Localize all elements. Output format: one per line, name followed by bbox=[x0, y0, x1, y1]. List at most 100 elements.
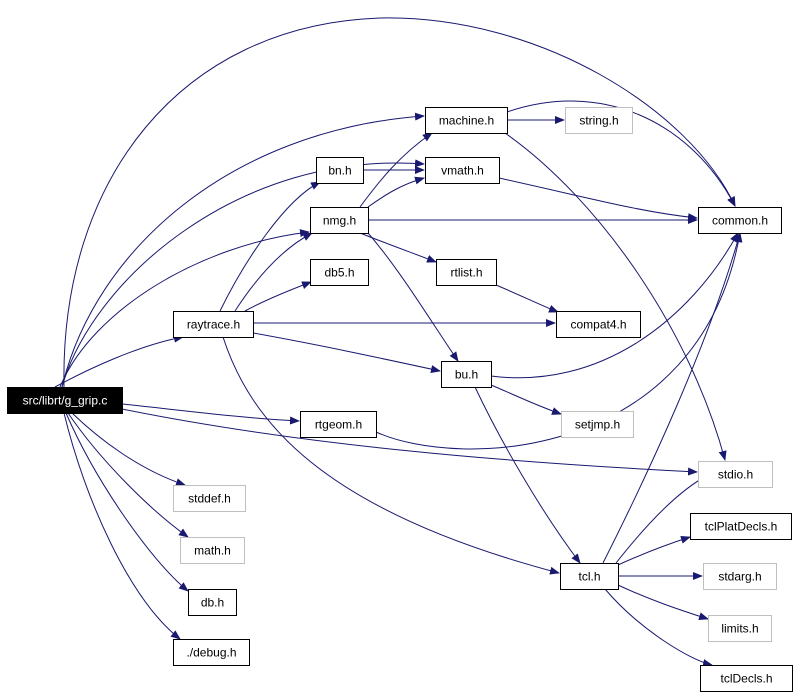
node-tclDecls[interactable]: tclDecls.h bbox=[700, 665, 793, 692]
node-label-compat4: compat4.h bbox=[570, 318, 626, 332]
node-label-rtgeom: rtgeom.h bbox=[315, 418, 362, 432]
edge-g_grip-to-machine bbox=[61, 112, 425, 388]
edge-nmg-to-bu bbox=[367, 232, 459, 362]
node-label-bn: bn.h bbox=[328, 164, 351, 178]
edge-g_grip-to-db bbox=[65, 412, 189, 592]
node-bn[interactable]: bn.h bbox=[316, 157, 364, 184]
edge-g_grip-to-debug bbox=[63, 412, 181, 640]
edge-g_grip-to-nmg bbox=[59, 229, 310, 388]
node-setjmp[interactable]: setjmp.h bbox=[561, 411, 634, 438]
node-raytrace[interactable]: raytrace.h bbox=[173, 311, 254, 338]
node-debug[interactable]: ./debug.h bbox=[173, 639, 250, 666]
edge-nmg-to-machine bbox=[359, 132, 433, 208]
node-stdarg[interactable]: stdarg.h bbox=[703, 563, 777, 590]
node-compat4[interactable]: compat4.h bbox=[556, 311, 641, 338]
node-label-bu: bu.h bbox=[455, 368, 478, 382]
node-label-tclPlatDecls: tclPlatDecls.h bbox=[705, 520, 778, 534]
node-label-limits: limits.h bbox=[721, 622, 758, 636]
node-machine[interactable]: machine.h bbox=[425, 107, 508, 134]
node-box-db5 bbox=[310, 259, 369, 286]
node-stddef[interactable]: stddef.h bbox=[173, 485, 246, 512]
node-box-raytrace bbox=[173, 311, 254, 338]
node-box-string bbox=[565, 107, 633, 134]
node-rtlist[interactable]: rtlist.h bbox=[436, 259, 497, 286]
node-label-db5: db5.h bbox=[324, 266, 354, 280]
node-box-stdarg bbox=[703, 563, 777, 590]
edge-g_grip-to-stdio bbox=[121, 408, 698, 476]
node-label-string: string.h bbox=[579, 114, 618, 128]
node-label-math: math.h bbox=[194, 544, 231, 558]
node-box-math bbox=[180, 537, 245, 564]
node-label-stdarg: stdarg.h bbox=[718, 570, 761, 584]
node-box-bn bbox=[316, 157, 364, 184]
node-tcl[interactable]: tcl.h bbox=[560, 563, 619, 590]
edge-raytrace-to-bn bbox=[219, 181, 321, 312]
node-box-nmg bbox=[310, 207, 369, 234]
node-g_grip[interactable]: src/librt/g_grip.c bbox=[7, 387, 123, 414]
node-label-debug: ./debug.h bbox=[186, 646, 236, 660]
node-rtgeom[interactable]: rtgeom.h bbox=[300, 411, 377, 438]
edge-nmg-to-rtlist bbox=[359, 232, 437, 263]
node-box-vmath bbox=[425, 157, 500, 184]
node-stdio[interactable]: stdio.h bbox=[698, 461, 773, 488]
node-box-common bbox=[698, 207, 782, 234]
node-box-compat4 bbox=[556, 311, 641, 338]
node-box-stdio bbox=[698, 461, 773, 488]
node-box-tcl bbox=[560, 563, 619, 590]
edge-g_grip-to-math bbox=[67, 412, 189, 538]
edge-bu-to-tcl bbox=[474, 386, 581, 564]
node-box-tclDecls bbox=[700, 665, 793, 692]
edge-tcl-to-tclDecls bbox=[604, 588, 713, 667]
node-label-vmath: vmath.h bbox=[441, 164, 484, 178]
node-label-tcl: tcl.h bbox=[578, 570, 600, 584]
node-box-setjmp bbox=[561, 411, 634, 438]
edge-bu-to-setjmp bbox=[490, 384, 562, 415]
edge-tcl-to-common bbox=[602, 232, 742, 564]
nodes-layer: src/librt/g_grip.c raytrace.h machine.h str… bbox=[7, 107, 793, 692]
edge-rtlist-to-compat4 bbox=[495, 284, 559, 313]
edge-tcl-to-limits bbox=[617, 584, 709, 621]
node-nmg[interactable]: nmg.h bbox=[310, 207, 369, 234]
node-box-rtgeom bbox=[300, 411, 377, 438]
node-box-rtlist bbox=[436, 259, 497, 286]
edge-raytrace-to-db5 bbox=[244, 281, 312, 312]
node-label-common: common.h bbox=[712, 214, 768, 228]
edge-rtgeom-to-common bbox=[375, 232, 743, 450]
node-label-setjmp: setjmp.h bbox=[575, 418, 620, 432]
node-box-tclPlatDecls bbox=[690, 513, 792, 540]
node-label-g_grip: src/librt/g_grip.c bbox=[23, 394, 108, 408]
node-box-machine bbox=[425, 107, 508, 134]
node-limits[interactable]: limits.h bbox=[708, 615, 772, 642]
node-box-bu bbox=[441, 361, 492, 388]
edge-machine-to-stdio bbox=[504, 132, 727, 461]
node-box-db bbox=[188, 589, 237, 616]
node-math[interactable]: math.h bbox=[180, 537, 245, 564]
edge-g_grip-to-common bbox=[63, 17, 736, 388]
edge-g_grip-to-raytrace bbox=[54, 334, 184, 388]
node-box-limits bbox=[708, 615, 772, 642]
node-label-tclDecls: tclDecls.h bbox=[720, 672, 772, 686]
node-label-db: db.h bbox=[201, 596, 224, 610]
node-box-stddef bbox=[173, 485, 246, 512]
edge-raytrace-to-nmg bbox=[234, 232, 313, 312]
node-label-nmg: nmg.h bbox=[323, 214, 356, 228]
node-label-machine: machine.h bbox=[439, 114, 494, 128]
node-string[interactable]: string.h bbox=[565, 107, 633, 134]
node-box-debug bbox=[173, 639, 250, 666]
node-label-raytrace: raytrace.h bbox=[187, 318, 240, 332]
edge-nmg-to-vmath bbox=[367, 176, 425, 208]
node-tclPlatDecls[interactable]: tclPlatDecls.h bbox=[690, 513, 792, 540]
edges-layer bbox=[54, 17, 743, 667]
node-db5[interactable]: db5.h bbox=[310, 259, 369, 286]
node-db[interactable]: db.h bbox=[188, 589, 237, 616]
node-vmath[interactable]: vmath.h bbox=[425, 157, 500, 184]
edge-machine-to-common bbox=[506, 100, 736, 207]
edge-g_grip-to-rtgeom bbox=[121, 403, 300, 425]
node-common[interactable]: common.h bbox=[698, 207, 782, 234]
node-label-rtlist: rtlist.h bbox=[450, 266, 482, 280]
node-bu[interactable]: bu.h bbox=[441, 361, 492, 388]
edge-vmath-to-common bbox=[498, 177, 698, 222]
node-box-g_grip bbox=[7, 387, 123, 414]
edge-raytrace-to-tcl bbox=[222, 336, 560, 575]
